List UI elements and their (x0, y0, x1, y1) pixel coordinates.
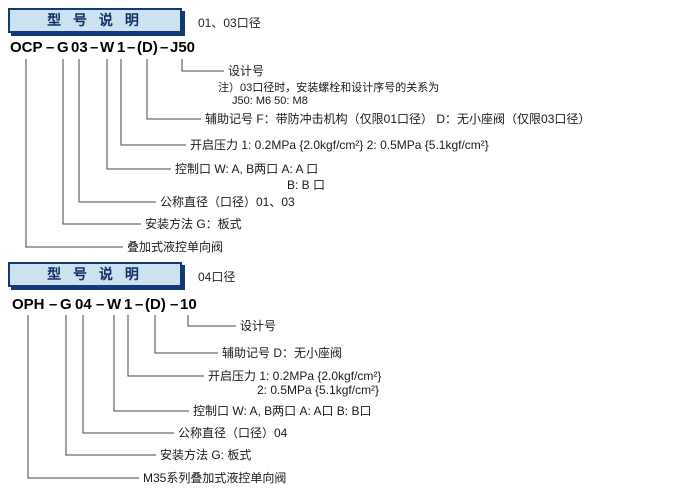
model-segment-auxiliary: (D) (137, 39, 158, 56)
model-segment-diameter: 03 (71, 39, 88, 56)
leader-line (25, 59, 123, 248)
model-segment-dash: – (135, 296, 144, 313)
leader-line (65, 315, 156, 456)
model-segment-dash: – (160, 39, 169, 56)
leader-line (78, 59, 156, 203)
model-segment-mounting: G (57, 39, 69, 56)
leader-line (113, 315, 189, 412)
model-segment-prefix: OPH (12, 296, 45, 313)
label-control-port: 控制口 W: A, B两口 A: A口 B: B口 (193, 404, 372, 418)
model-segment-dash: – (90, 39, 99, 56)
model-segment-design: 10 (180, 296, 197, 313)
model-segment-dash: – (127, 39, 136, 56)
label-mounting: 安装方法 G: 板式 (160, 448, 252, 462)
model-segment-diameter: 04 (75, 296, 92, 313)
model-segment-control: W (107, 296, 122, 313)
model-segment-mounting: G (60, 296, 72, 313)
label-cracking-pressure: 开启压力 1: 0.2MPa {2.0kgf/cm²} 2: 0.5MPa {5… (190, 138, 489, 152)
label-nominal-diameter: 公称直径（口径）04 (178, 426, 288, 440)
caliber-label: 04口径 (198, 270, 236, 284)
label-design-note-1: 注）03口径时，安装螺栓和设计序号的关系为 (218, 82, 440, 94)
leader-line (146, 59, 201, 120)
leader-line (127, 315, 204, 377)
label-design-number: 设计号 (228, 64, 265, 78)
label-cracking-pressure: 开启压力 1: 0.2MPa {2.0kgf/cm²} (208, 369, 382, 383)
label-cracking-pressure-2: 2: 0.5MPa {5.1kgf/cm²} (257, 383, 380, 397)
leader-line (187, 315, 236, 327)
label-product-name: 叠加式液控单向阀 (127, 240, 224, 254)
leader-line (181, 59, 224, 72)
model-segment-design: J50 (170, 39, 196, 56)
model-segment-auxiliary: (D) (145, 296, 166, 313)
label-design-number: 设计号 (240, 319, 277, 333)
leader-line (82, 315, 174, 434)
model-segment-dash: – (46, 39, 55, 56)
label-design-note-2: J50: M6 50: M8 (232, 95, 308, 107)
leader-line (27, 315, 139, 479)
label-mounting: 安装方法 G：板式 (145, 217, 242, 231)
leader-line (106, 59, 171, 170)
label-control-port: 控制口 W: A, B两口 A: A 口 (175, 162, 319, 176)
leader-line (120, 59, 186, 146)
section-header-box: 型 号 说 明 (8, 8, 182, 33)
model-segment-pressure: 1 (124, 296, 133, 313)
model-segment-prefix: OCP (10, 39, 43, 56)
section-header-label: 型 号 说 明 (47, 266, 143, 282)
caliber-label: 01、03口径 (198, 16, 261, 30)
section-header-label: 型 号 说 明 (47, 12, 143, 28)
label-auxiliary: 辅助记号 F：带防冲击机构（仅限01口径） D：无小座阀（仅限03口径） (205, 112, 591, 126)
section-header-box: 型 号 说 明 (8, 262, 182, 287)
leader-line (154, 315, 218, 354)
label-control-port-2: B: B 口 (287, 178, 326, 192)
model-segment-dash: – (49, 296, 58, 313)
model-segment-pressure: 1 (117, 39, 126, 56)
model-segment-dash: – (96, 296, 105, 313)
model-segment-control: W (100, 39, 115, 56)
model-segment-dash: – (170, 296, 179, 313)
label-product-name: M35系列叠加式液控单向阀 (143, 471, 287, 485)
label-auxiliary: 辅助记号 D：无小座阀 (222, 346, 343, 360)
label-nominal-diameter: 公称直径（口径）01、03 (160, 195, 295, 209)
leader-line (62, 59, 141, 225)
